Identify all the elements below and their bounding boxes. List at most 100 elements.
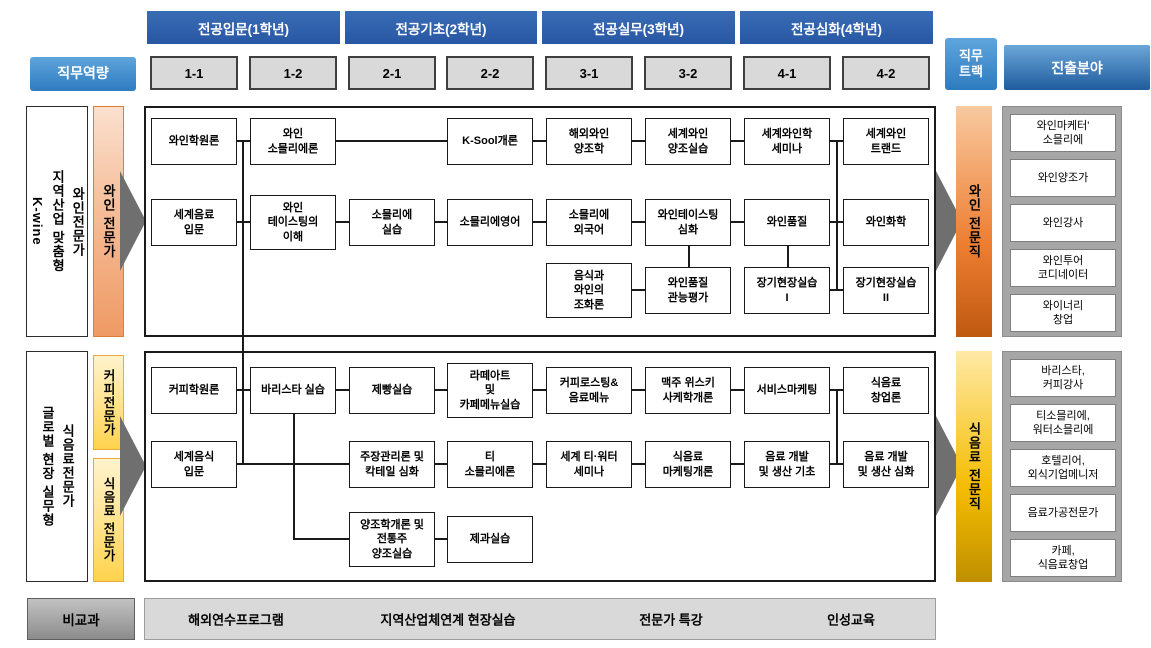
- career-field-badge: 진출분야: [1004, 45, 1150, 90]
- connector: [632, 289, 645, 291]
- course-box: 바리스타 실습: [250, 367, 336, 414]
- extracurricular-item: 인성교육: [827, 612, 875, 628]
- course-box: 세계와인 양조실습: [645, 118, 731, 165]
- wine-career-panel: 와인마케터' 소믈리에 와인양조가 와인강사 와인투어 코디네이터 와이너리 창…: [1002, 106, 1122, 337]
- course-box: 세계음료 입문: [151, 199, 237, 246]
- course-box: 소믈리에영어: [447, 199, 533, 246]
- connector: [830, 289, 843, 291]
- course-box: 음료 개발 및 생산 심화: [843, 441, 929, 488]
- wine-left-arrow-icon: [120, 171, 146, 271]
- extracurricular-item: 전문가 특강: [639, 612, 703, 628]
- course-box: 세계 티·워터 세미나: [546, 441, 632, 488]
- connector: [435, 463, 447, 465]
- extracurricular-badge: 비교과: [27, 598, 135, 640]
- connector: [731, 389, 744, 391]
- connector: [836, 140, 838, 290]
- course-box: 와인 테이스팅의 이해: [250, 195, 336, 250]
- food-job-bar: 식음료 전문직: [956, 351, 992, 582]
- connector: [533, 389, 546, 391]
- course-box: 음식과 와인의 조화론: [546, 263, 632, 318]
- course-box: 제빵실습: [349, 367, 435, 414]
- course-box: 와인품질: [744, 199, 830, 246]
- course-box: 식음료 창업론: [843, 367, 929, 414]
- coffee-expert-bar-label: 커피전문가: [101, 368, 115, 437]
- connector: [435, 221, 447, 223]
- food-side-label: 식음료전문가 글로벌 현장 실무형: [40, 405, 76, 528]
- connector: [688, 246, 690, 267]
- connector: [237, 389, 250, 391]
- course-box: 세계와인 트랜드: [843, 118, 929, 165]
- career-item: 호텔리어, 외식기업메니저: [1010, 449, 1116, 487]
- connector: [533, 463, 546, 465]
- connector: [336, 140, 447, 142]
- course-box: 와인테이스팅 심화: [645, 199, 731, 246]
- connector: [632, 221, 645, 223]
- course-box: 티 소믈리에론: [447, 441, 533, 488]
- extracurricular-item: 지역산업체연계 현장실습: [380, 612, 516, 628]
- connector: [533, 221, 546, 223]
- job-track-badge: 직무 트랙: [945, 38, 997, 90]
- course-box: 와인품질 관능평가: [645, 267, 731, 314]
- fb-expert-bar-label: 식음료 전문가: [101, 477, 115, 563]
- year-header-4: 전공심화(4학년): [740, 11, 933, 44]
- course-box: 음료 개발 및 생산 기초: [744, 441, 830, 488]
- course-box: 장기현장실습 II: [843, 267, 929, 314]
- career-item: 와인마케터' 소믈리에: [1010, 114, 1116, 152]
- food-side-label-box: 식음료전문가 글로벌 현장 실무형: [26, 351, 88, 582]
- connector: [293, 414, 295, 540]
- semester-box-2-2: 2-2: [446, 56, 534, 90]
- course-box: 장기현장실습 I: [744, 267, 830, 314]
- connector: [533, 140, 546, 142]
- semester-box-3-1: 3-1: [545, 56, 633, 90]
- year-header-1: 전공입문(1학년): [147, 11, 340, 44]
- food-career-panel: 바리스타, 커피강사 티소믈리에, 워터소믈리에 호텔리어, 외식기업메니저 음…: [1002, 351, 1122, 582]
- course-box: 와인 소믈리에론: [250, 118, 336, 165]
- connector: [242, 140, 244, 464]
- wine-job-bar: 와인 전문직: [956, 106, 992, 337]
- connector: [336, 389, 349, 391]
- connector: [836, 389, 838, 465]
- course-box: 와인화학: [843, 199, 929, 246]
- competency-badge: 직무역량: [30, 57, 136, 91]
- connector: [294, 538, 349, 540]
- semester-box-3-2: 3-2: [644, 56, 732, 90]
- coffee-expert-bar: 커피전문가: [93, 355, 124, 450]
- connector: [632, 140, 645, 142]
- career-item: 티소믈리에, 워터소믈리에: [1010, 404, 1116, 442]
- career-item: 와이너리 창업: [1010, 294, 1116, 332]
- career-item: 바리스타, 커피강사: [1010, 359, 1116, 397]
- semester-box-4-1: 4-1: [743, 56, 831, 90]
- course-box: 맥주 위스키 사케학개론: [645, 367, 731, 414]
- connector: [731, 140, 744, 142]
- course-box: 소믈리에 실습: [349, 199, 435, 246]
- course-box: 주장관리론 및 칵테일 심화: [349, 441, 435, 488]
- career-item: 와인투어 코디네이터: [1010, 249, 1116, 287]
- course-box: 세계와인학 세미나: [744, 118, 830, 165]
- connector: [336, 221, 349, 223]
- connector: [435, 538, 447, 540]
- food-job-bar-label: 식음료 전문직: [966, 422, 982, 511]
- connector: [632, 463, 645, 465]
- wine-job-bar-label: 와인 전문직: [966, 184, 982, 259]
- year-header-3: 전공실무(3학년): [542, 11, 735, 44]
- wine-expert-bar: 와인 전문가: [93, 106, 124, 337]
- course-box: 라떼아트 및 카페메뉴실습: [447, 363, 533, 418]
- wine-side-label: 와인전문가 지역산업 맞춤형 K-wine: [29, 170, 86, 273]
- semester-box-1-1: 1-1: [150, 56, 238, 90]
- course-box: 서비스마케팅: [744, 367, 830, 414]
- extracurricular-item: 해외연수프로그램: [188, 612, 284, 628]
- connector: [435, 389, 447, 391]
- course-box: 제과실습: [447, 516, 533, 563]
- course-box: 양조학개론 및 전통주 양조실습: [349, 512, 435, 567]
- fb-expert-bar: 식음료 전문가: [93, 458, 124, 582]
- semester-box-2-1: 2-1: [348, 56, 436, 90]
- course-box: 커피학원론: [151, 367, 237, 414]
- semester-box-1-2: 1-2: [249, 56, 337, 90]
- wine-expert-bar-label: 와인 전문가: [101, 184, 116, 259]
- career-item: 카페, 식음료창업: [1010, 539, 1116, 577]
- year-header-2: 전공기초(2학년): [345, 11, 537, 44]
- course-box: 식음료 마케팅개론: [645, 441, 731, 488]
- course-box: 소믈리에 외국어: [546, 199, 632, 246]
- career-item: 와인강사: [1010, 204, 1116, 242]
